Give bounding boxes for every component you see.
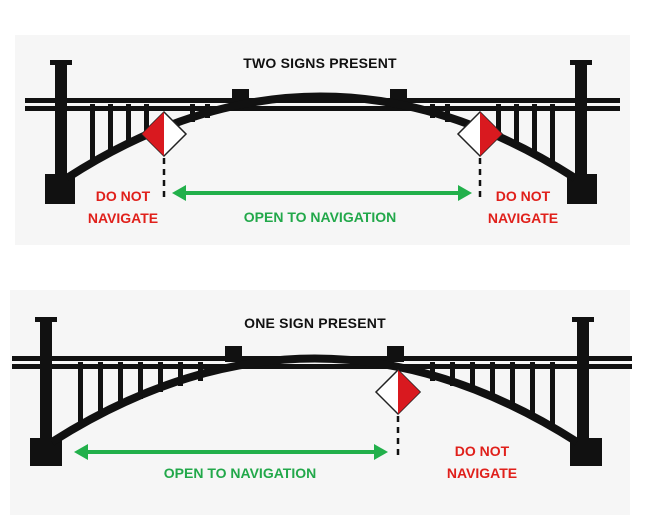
do-not-navigate-line1: DO NOT (454, 443, 510, 459)
navigation-sign-right (456, 110, 504, 158)
pier-right (575, 62, 587, 182)
deck-post-left (225, 346, 242, 362)
hangers-right (430, 104, 555, 164)
deck-rail-bottom (25, 106, 620, 111)
do-not-navigate-left: DO NOT NAVIGATE (68, 185, 178, 229)
bridge-arch (64, 92, 578, 182)
deck-rail-bottom (12, 364, 632, 369)
do-not-navigate-left-line1: DO NOT (95, 188, 151, 204)
pier-left (40, 319, 52, 444)
pier-left (55, 62, 67, 182)
bridge-one-sign (10, 290, 632, 515)
navigation-sign-left (140, 110, 188, 158)
panel-background (15, 35, 630, 245)
navigation-sign (374, 368, 422, 416)
hangers-left (78, 362, 203, 426)
open-navigation-arrow (74, 444, 388, 460)
deck-post-right (387, 346, 404, 362)
diagram-two-signs: TWO SIGNS PRESENT DO NOT NAVIGATE OPEN T… (0, 0, 645, 250)
do-not-navigate-right: DO NOT NAVIGATE (427, 440, 537, 484)
bridge-two-signs (15, 35, 630, 245)
open-to-navigation-label: OPEN TO NAVIGATION (243, 209, 397, 225)
diagram-one-sign: ONE SIGN PRESENT OPEN TO NAVIGATION DO N… (0, 260, 645, 520)
do-not-navigate-left-line2: NAVIGATE (87, 210, 159, 226)
bridge-arch (49, 354, 580, 446)
diagram-title: TWO SIGNS PRESENT (243, 55, 397, 71)
do-not-navigate-line2: NAVIGATE (446, 465, 518, 481)
do-not-navigate-right: DO NOT NAVIGATE (468, 185, 578, 229)
open-navigation-arrow (172, 185, 472, 201)
pier-right (577, 319, 589, 444)
hangers-right (430, 362, 555, 426)
do-not-navigate-right-line2: NAVIGATE (487, 210, 559, 226)
diagram-title: ONE SIGN PRESENT (244, 315, 386, 331)
panel-background (10, 290, 630, 515)
open-to-navigation-label: OPEN TO NAVIGATION (163, 465, 317, 481)
hangers-left (90, 104, 210, 164)
do-not-navigate-right-line1: DO NOT (495, 188, 551, 204)
